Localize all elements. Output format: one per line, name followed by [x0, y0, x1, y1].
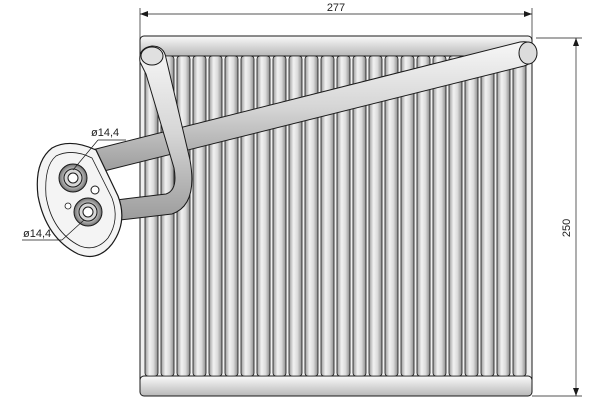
- core-fin: [512, 55, 527, 377]
- pipe-end-cap: [518, 41, 538, 65]
- upper-port-diameter-label: ø14,4: [91, 127, 119, 139]
- core-fin: [432, 55, 447, 377]
- core-fin: [224, 55, 239, 377]
- height-dim-arrow-top: [573, 38, 579, 46]
- flange-inner-outline: [45, 152, 116, 249]
- height-dim-arrow-bottom: [573, 388, 579, 396]
- core-fin: [448, 55, 463, 377]
- width-dimension: 277: [139, 2, 533, 40]
- core-fin: [480, 55, 495, 377]
- core-fin: [416, 55, 431, 377]
- suction-pipe: [91, 41, 538, 173]
- lower-port-leader: ø14,4: [22, 219, 85, 241]
- core-fin: [176, 55, 191, 377]
- core-fin: [272, 55, 287, 377]
- core-fin: [336, 55, 351, 377]
- core-fin: [208, 55, 223, 377]
- flange-lower-hole: [64, 202, 72, 210]
- width-dim-arrow-left: [140, 11, 148, 17]
- core-fin: [256, 55, 271, 377]
- bottom-tank: [139, 375, 533, 397]
- upper-port-leader: ø14,4: [72, 127, 126, 171]
- core-fin: [400, 55, 415, 377]
- lower-port-leader-line: [61, 219, 85, 241]
- width-dim-arrow-right: [524, 11, 532, 17]
- core-fin: [384, 55, 399, 377]
- height-dimension: 250: [532, 37, 582, 397]
- core-fin: [240, 55, 255, 377]
- width-dimension-label: 277: [327, 2, 345, 14]
- lower-port-diameter-label: ø14,4: [23, 228, 51, 240]
- core-fin: [352, 55, 367, 377]
- core-fin: [304, 55, 319, 377]
- return-pipe-body: [115, 45, 193, 221]
- core-fin: [464, 55, 479, 377]
- return-pipe-top-cap: [140, 46, 164, 66]
- upper-port-leader-line: [72, 139, 99, 171]
- connection-flange: [36, 142, 123, 257]
- flange-bolt-hole: [90, 185, 100, 195]
- lower-port-bore: [82, 206, 94, 218]
- upper-port-bore: [67, 172, 79, 184]
- core-fin: [496, 55, 511, 377]
- top-tank: [139, 35, 533, 57]
- core-fin: [288, 55, 303, 377]
- return-pipe: [115, 45, 193, 221]
- height-dimension-label: 250: [561, 219, 573, 237]
- core-fin: [192, 55, 207, 377]
- core-fin: [368, 55, 383, 377]
- core-fin: [320, 55, 335, 377]
